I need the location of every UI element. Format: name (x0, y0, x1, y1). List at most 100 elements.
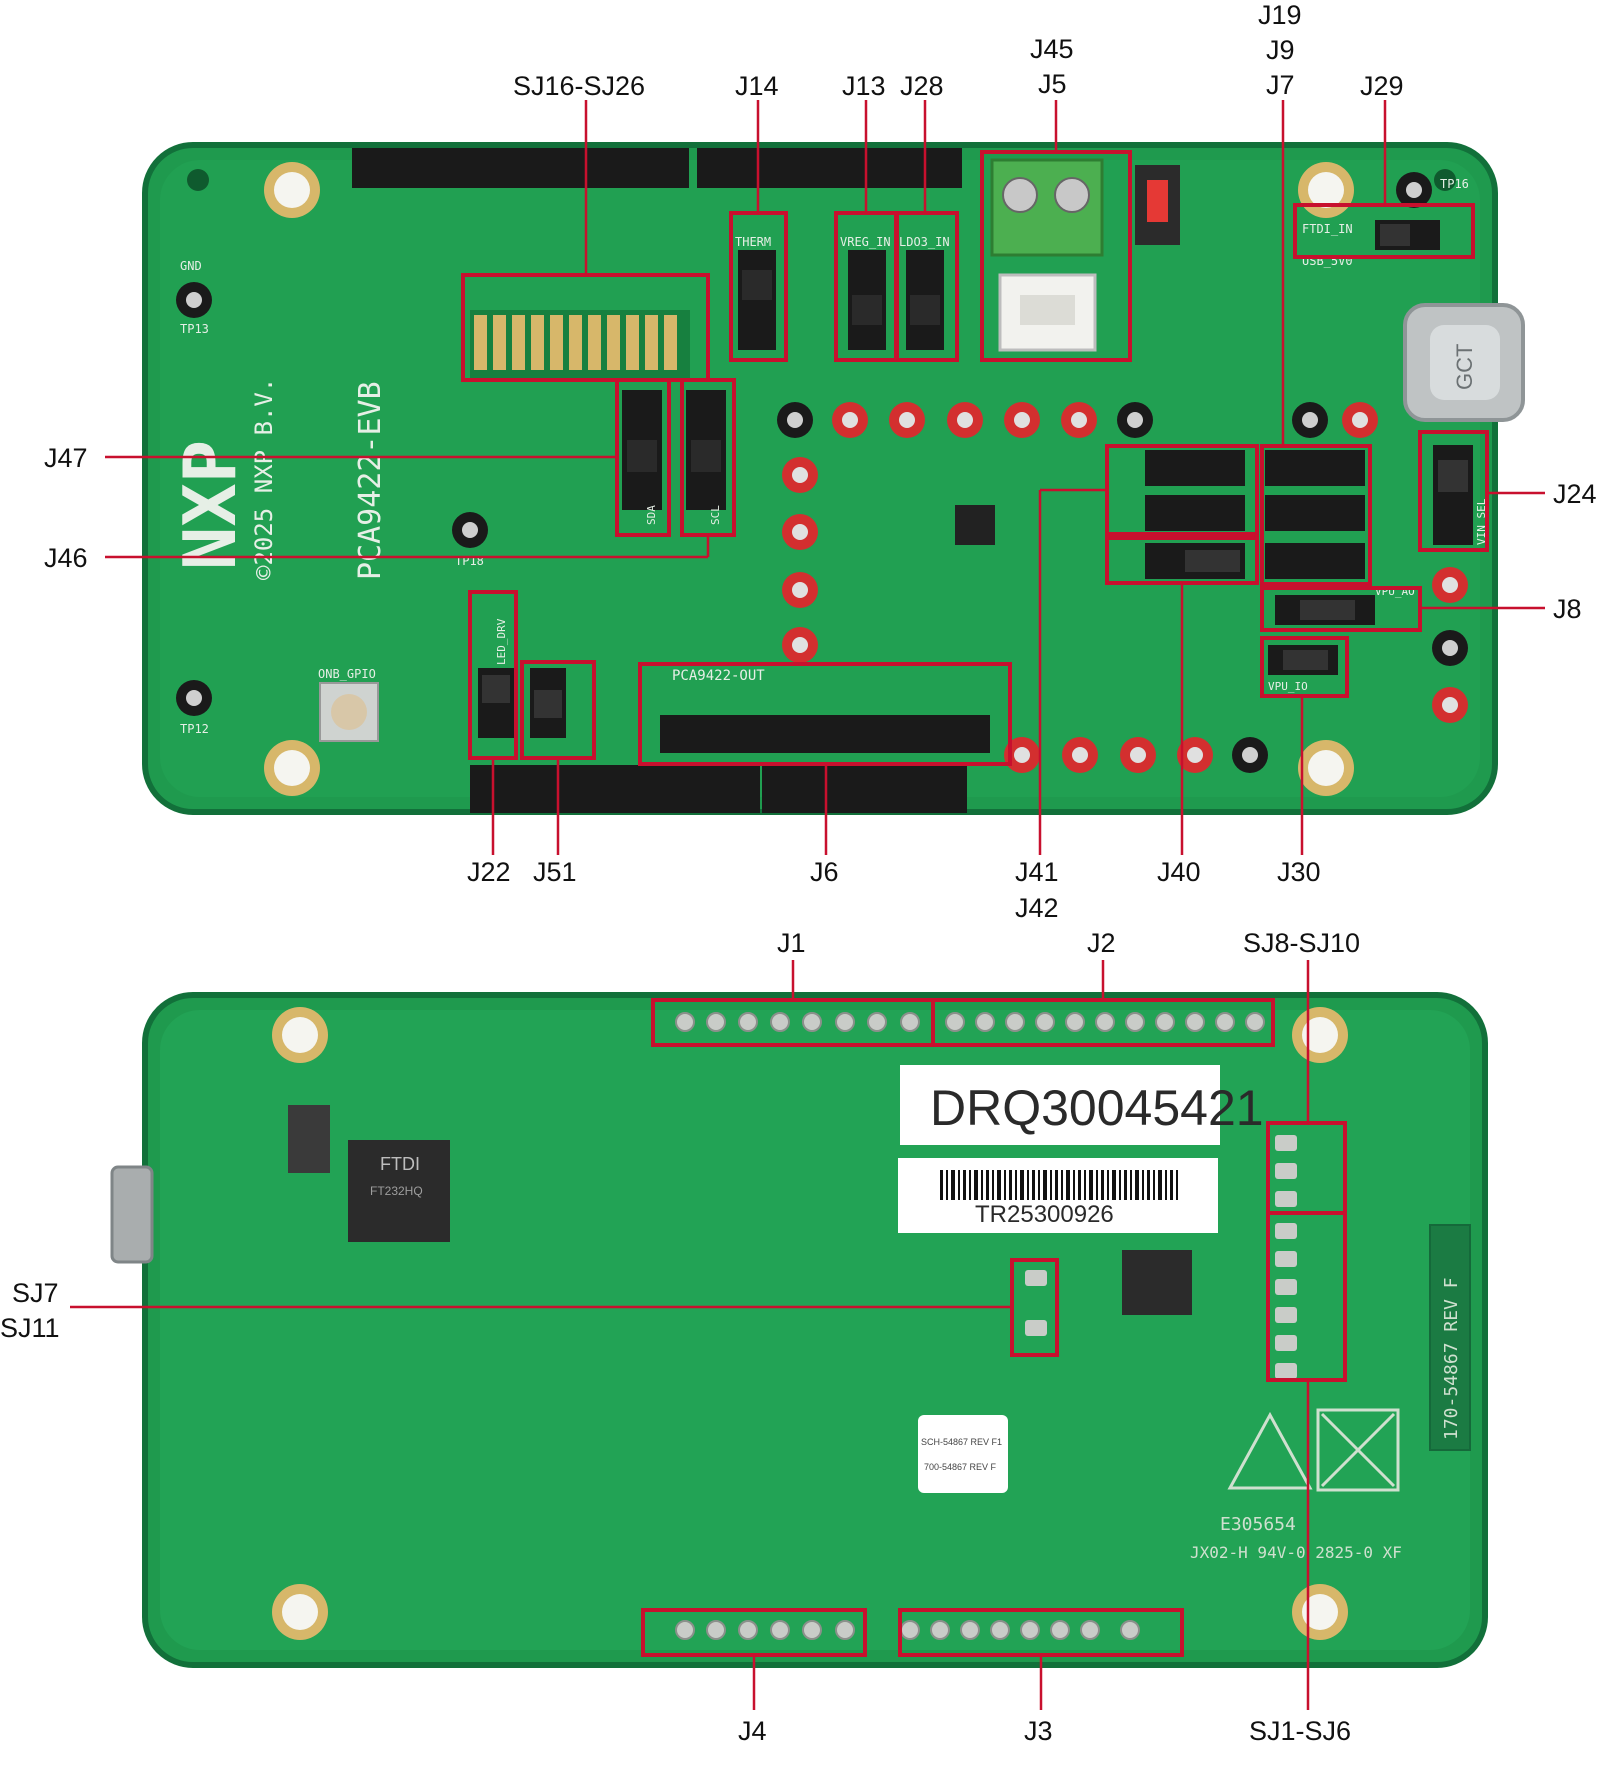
label-sj8-sj10: SJ8-SJ10 (1243, 928, 1360, 958)
ul-number: E305654 (1220, 1514, 1296, 1535)
terminal-block-j45 (990, 158, 1104, 257)
label-j4: J4 (738, 1716, 767, 1746)
therm-silk: THERM (735, 235, 771, 249)
label-j40: J40 (1157, 857, 1201, 887)
jumper-j14: THERM (735, 235, 776, 350)
label-j41: J41 (1015, 857, 1059, 887)
jumper-j13: VREG_IN (840, 235, 891, 350)
jumper-j46: SCL (686, 390, 726, 525)
pmic-ic-u1 (955, 505, 995, 545)
label-j1: J1 (777, 928, 806, 958)
vreg-in-silk: VREG_IN (840, 235, 891, 249)
rev-text: 170-54867 REV F (1441, 1277, 1462, 1440)
header-j2-top (352, 148, 962, 188)
pad-rows-bottom (675, 1012, 1265, 1640)
hl-j30 (1260, 636, 1349, 698)
jumper-j24: VIN_SEL (1433, 445, 1488, 545)
tp16-silk: TP16 (1440, 177, 1469, 191)
leader-lines-bottom (70, 960, 1310, 1710)
label-j30: J30 (1277, 857, 1321, 887)
label-sj1-sj6: SJ1-SJ6 (1249, 1716, 1351, 1746)
nxp-logo-text: NXP (168, 440, 252, 570)
jumper-j30: VPU_IO (1268, 645, 1338, 693)
ul-marking: E305654 JX02-H 94V-0 2825-0 XF (1190, 1514, 1402, 1562)
ftdi-logo-text: FTDI (380, 1154, 420, 1174)
label-j29: J29 (1360, 71, 1404, 101)
serial-sticker: DRQ30045421 (900, 1065, 1264, 1145)
jumper-j47: SDA (622, 390, 662, 525)
hl-j24 (1418, 430, 1489, 552)
label-j42: J42 (1015, 893, 1059, 923)
label-j9: J9 (1266, 35, 1295, 65)
label-j45: J45 (1030, 34, 1074, 64)
barcode-text: TR25300926 (975, 1201, 1114, 1228)
jumper-block-j19-j9-j7 (1265, 450, 1365, 579)
tp12-silk: TP12 (180, 722, 209, 736)
jumper-j51 (530, 668, 566, 738)
solder-jumper-column (1025, 1135, 1297, 1379)
bottom-board: FTDI FT232HQ DRQ30045421 (0, 928, 1488, 1746)
barcode-sticker: TR25300926 (898, 1158, 1218, 1233)
sch-line1: SCH-54867 REV F1 (921, 1437, 1002, 1447)
usb-c-mark: GCT (1452, 344, 1477, 390)
hl-j19-j9-j7 (1260, 444, 1372, 586)
header-j3-j4-bottom (470, 765, 967, 813)
label-j47: J47 (44, 443, 88, 473)
board-name-text: PCA9422-EVB (353, 381, 388, 580)
label-j46: J46 (44, 543, 88, 573)
test-points-red (782, 402, 1468, 773)
usb-c-side-bottom (110, 1165, 154, 1264)
rev-marking: 170-54867 REV F (1429, 1224, 1471, 1451)
leader-lines-top (105, 100, 1545, 855)
header-j6: PCA9422-OUT (660, 668, 990, 753)
label-j2: J2 (1087, 928, 1116, 958)
tp13-silk: TP13 (180, 322, 209, 336)
label-sj16-sj26: SJ16-SJ26 (513, 71, 645, 101)
inductor-t1 (288, 1105, 330, 1173)
ftdi-ic-code: FT232HQ (370, 1184, 423, 1198)
onb-gpio-silk: ONB_GPIO (318, 667, 376, 681)
solder-jumper-array-sj16-sj26 (470, 310, 690, 380)
label-j7: J7 (1266, 70, 1295, 100)
label-j51: J51 (533, 857, 577, 887)
connector-j5 (998, 273, 1097, 352)
jumper-j28: LDO3_IN (899, 235, 950, 350)
switch-sw1: ONB_GPIO (318, 667, 379, 742)
gnd-silk: GND (180, 259, 202, 273)
label-sj11: SJ11 (0, 1313, 60, 1343)
barcode-bars (940, 1170, 1178, 1200)
hl-sj1-sj6 (1266, 1211, 1347, 1382)
label-j28: J28 (900, 71, 944, 101)
label-j19: J19 (1258, 0, 1302, 30)
jumper-j22: LED_DRV (478, 618, 514, 738)
sch-sticker: SCH-54867 REV F1 700-54867 REV F (918, 1415, 1008, 1493)
label-j3: J3 (1024, 1716, 1053, 1746)
label-sj7: SJ7 (12, 1278, 59, 1308)
callout-labels-top: SJ16-SJ26 J14 J13 J28 J45 J5 J19 J9 J7 J… (44, 0, 1597, 923)
mounting-holes-top (187, 162, 1456, 796)
ic-u7 (1122, 1250, 1192, 1315)
label-j5: J5 (1038, 69, 1067, 99)
scl-silk: SCL (709, 505, 722, 525)
label-j8: J8 (1553, 594, 1582, 624)
led-drv-silk: LED_DRV (495, 618, 508, 665)
label-j24: J24 (1553, 479, 1597, 509)
pca9422-out-silk: PCA9422-OUT (672, 668, 765, 684)
label-j22: J22 (467, 857, 511, 887)
copyright-text: ©2025 NXP B.V. (250, 378, 278, 580)
mounting-holes-bottom (272, 1007, 1348, 1640)
ftdi-chip-u4: FTDI FT232HQ (348, 1140, 450, 1242)
usb-c-connector-j27: GCT (1403, 303, 1525, 422)
ldo3-in-silk: LDO3_IN (899, 235, 950, 249)
label-j14: J14 (735, 71, 779, 101)
vin-sel-silk: VIN_SEL (1475, 498, 1488, 545)
callout-labels-bottom: J1 J2 SJ8-SJ10 SJ7 SJ11 J4 J3 SJ1-SJ6 (0, 928, 1360, 1746)
esd-symbol (1227, 1408, 1400, 1492)
hl-j28 (895, 211, 959, 362)
switch-sw2 (1135, 165, 1180, 245)
ftdi-in-silk: FTDI_IN (1302, 222, 1353, 236)
sch-line2: 700-54867 REV F (924, 1462, 997, 1472)
top-board: NXP ©2025 NXP B.V. PCA9422-EVB THERM (44, 0, 1597, 923)
ul-rating: JX02-H 94V-0 2825-0 XF (1190, 1543, 1402, 1562)
